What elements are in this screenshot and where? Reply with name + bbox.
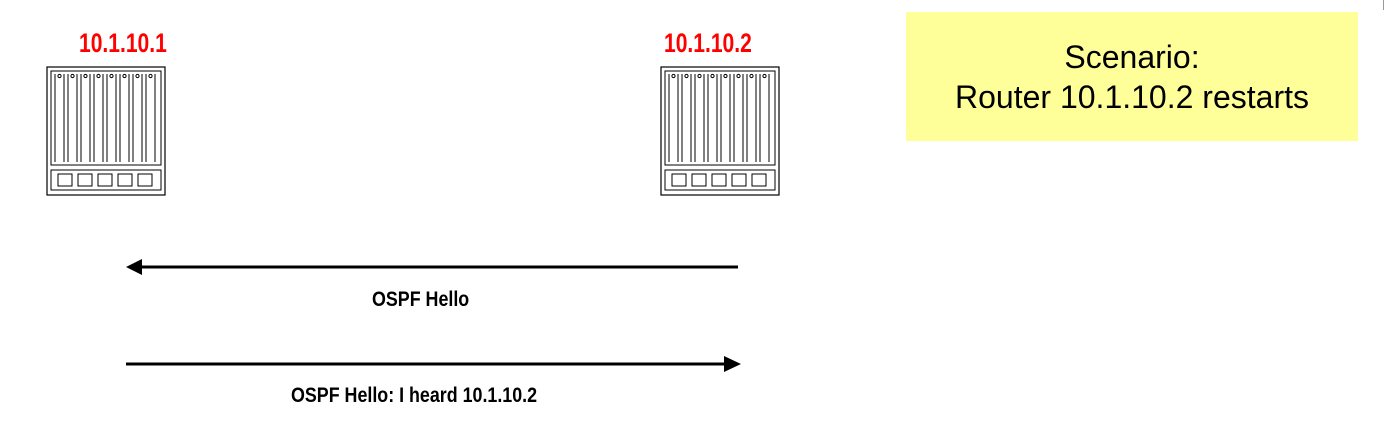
scenario-description: Router 10.1.10.2 restarts — [955, 78, 1309, 115]
hello-message-label: OSPF Hello — [372, 288, 470, 311]
router-1-label: 10.1.10.1 — [79, 28, 167, 58]
router-1-icon — [46, 66, 166, 196]
router-2-label: 10.1.10.2 — [664, 28, 752, 58]
router-2-icon — [660, 66, 780, 196]
hello-arrow-left — [124, 256, 744, 278]
scenario-box: Scenario: Router 10.1.10.2 restarts — [906, 12, 1358, 141]
scenario-title: Scenario: — [1064, 38, 1200, 75]
hello-heard-message-label: OSPF Hello: I heard 10.1.10.2 — [291, 384, 538, 407]
edge-divider — [1383, 0, 1384, 10]
hello-arrow-right — [124, 353, 744, 375]
